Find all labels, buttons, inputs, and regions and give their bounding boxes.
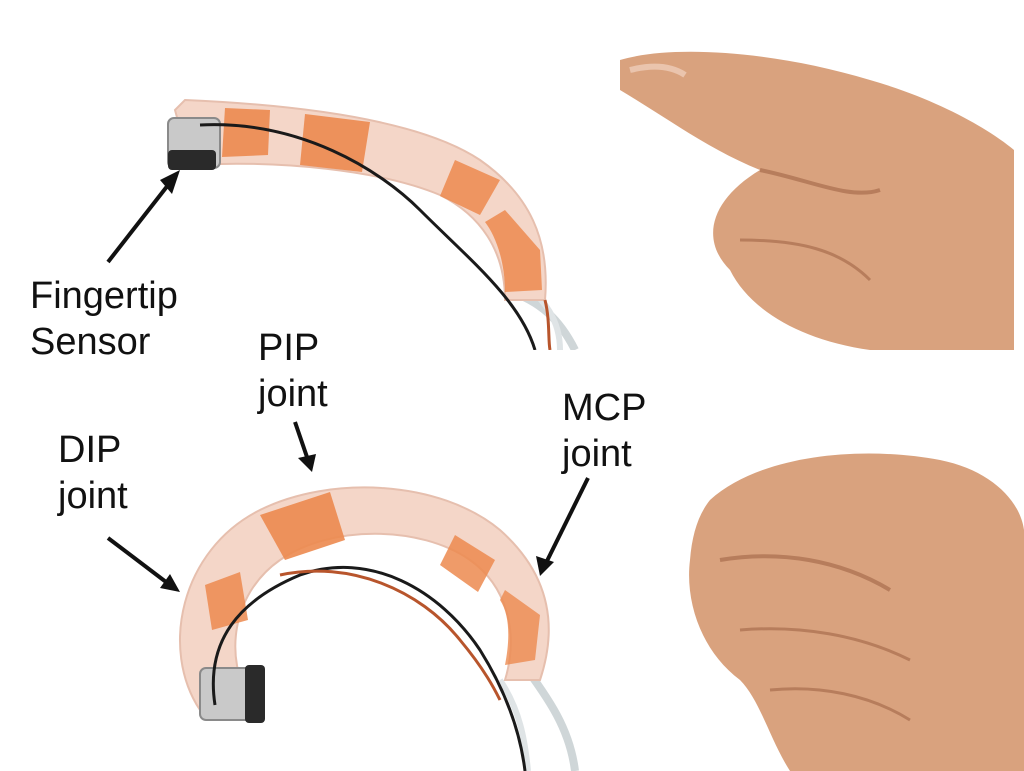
- wire-copper-top: [543, 299, 552, 350]
- wire-black-top: [199, 123, 537, 350]
- pad-4: [485, 210, 542, 292]
- label-dip-joint: DIP joint: [58, 429, 128, 517]
- label-fingertip-sensor: Fingertip Sensor: [30, 275, 178, 363]
- pad-1: [222, 108, 270, 157]
- wire-black-bent: [211, 565, 527, 771]
- wire-copper-bent: [279, 569, 502, 701]
- hand-top: [620, 51, 1014, 350]
- bent-actuator-photo: [0, 360, 620, 771]
- label-pip-joint: PIP joint: [258, 327, 328, 415]
- pointing-hand-photo: [610, 40, 1024, 350]
- fist-hand-photo: [680, 440, 1024, 771]
- hand-bottom: [689, 453, 1024, 771]
- straight-actuator-photo: [0, 0, 600, 350]
- pad-3: [440, 160, 500, 215]
- label-mcp-joint: MCP joint: [562, 387, 647, 475]
- pad-2: [300, 114, 370, 172]
